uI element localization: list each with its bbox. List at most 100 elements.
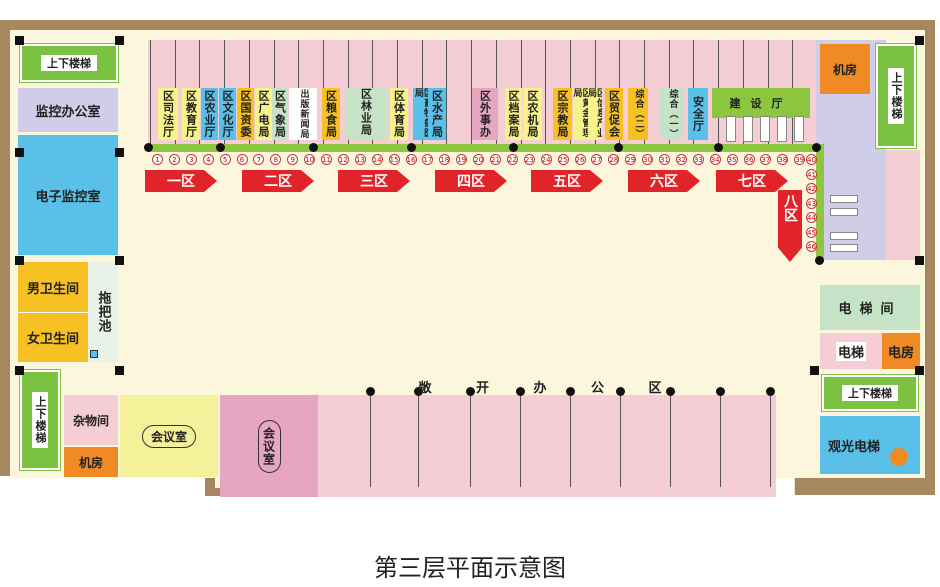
zone-arrow-8: 八区	[778, 190, 802, 262]
office-room[interactable]: 区文化厅	[219, 88, 236, 140]
desk-1	[830, 195, 858, 203]
sightseeing-elevator-label: 观光电梯	[828, 439, 881, 455]
office-room[interactable]: 区水产局	[428, 88, 446, 140]
power-room-label: 电房	[887, 345, 914, 361]
office-room[interactable]: 区黄金管理局	[573, 88, 588, 140]
mop-pool[interactable]: 拖把池	[88, 262, 118, 362]
sightseeing-elevator[interactable]: 观光电梯	[820, 416, 920, 474]
elevator-hall[interactable]: 电梯间	[820, 285, 920, 330]
top-partition-line	[545, 40, 547, 144]
corridor-number: 24	[540, 154, 552, 165]
office-room[interactable]: 区体育局	[390, 88, 408, 140]
female-wc[interactable]: 女卫生间	[18, 312, 88, 362]
column-12	[810, 366, 819, 375]
office-room[interactable]: 区气象局	[272, 88, 288, 140]
office-room-label: 安全厅	[691, 96, 705, 132]
zone-arrow-5: 五区	[531, 170, 603, 192]
corridor-number: 44	[806, 212, 817, 223]
office-room[interactable]: 安全厅	[688, 88, 708, 140]
column-8	[115, 366, 124, 375]
office-room[interactable]: 区教育厅	[182, 88, 200, 140]
office-room[interactable]: 区林业局	[345, 88, 387, 140]
desk	[760, 116, 770, 142]
bottom-partition-line	[418, 395, 419, 487]
office-room[interactable]: 区广电局	[255, 88, 272, 140]
corridor-number: 33	[692, 154, 704, 165]
bottom-partition-line	[520, 395, 521, 487]
office-room-label: 区广电局	[257, 90, 270, 138]
machine-room-top-label: 机房	[832, 62, 857, 77]
storage-room[interactable]: 杂物间	[64, 395, 118, 445]
office-room-label: 区信息产业局	[588, 88, 602, 138]
office-room[interactable]: 区粮食局	[322, 88, 340, 140]
corridor-number: 26	[574, 154, 586, 165]
corridor-number: 17	[422, 154, 434, 165]
corridor-right	[816, 144, 824, 260]
office-room[interactable]: 区外事办	[472, 88, 498, 140]
office-room[interactable]: 区档案局	[505, 88, 522, 140]
stairs-right-top[interactable]: 上下楼梯	[875, 43, 917, 149]
office-room[interactable]: 区农业厅	[201, 88, 218, 140]
office-room[interactable]: 区信息产业局	[588, 88, 602, 140]
meeting-room-2[interactable]: 会议室	[220, 395, 318, 497]
office-room[interactable]: 区贸促会	[605, 88, 623, 140]
office-room-label: 区贸促会	[607, 90, 621, 138]
meeting-room-1-label: 会议室	[141, 424, 196, 448]
office-room-label: 出版新闻局	[298, 89, 309, 139]
column-1	[15, 36, 24, 45]
office-room[interactable]: 出版新闻局	[289, 88, 317, 140]
corridor-number: 40	[806, 154, 817, 165]
meeting-room-1[interactable]: 会议室	[120, 395, 218, 477]
female-wc-label: 女卫生间	[26, 332, 79, 347]
machine-room-left-label: 机房	[78, 455, 103, 470]
stairs-top-left[interactable]: 上下楼梯	[19, 43, 119, 83]
column-6	[115, 256, 124, 265]
e-monitor-room-label: 电子监控室	[35, 189, 101, 205]
office-room-label: 区教育厅	[184, 90, 198, 138]
power-room[interactable]: 电房	[882, 333, 920, 369]
office-room[interactable]: 区农机局	[523, 88, 542, 140]
bottom-partition-line	[470, 395, 471, 487]
office-room[interactable]: 区畜牧兽医局	[413, 88, 431, 140]
stairs-right[interactable]: 上下楼梯	[821, 374, 919, 412]
monitor-office[interactable]: 监控办公室	[18, 88, 118, 132]
corridor-number: 39	[794, 154, 806, 165]
office-room[interactable]: 综合（一）	[660, 88, 684, 140]
e-monitor-room[interactable]: 电子监控室	[18, 135, 118, 255]
corridor-number: 29	[625, 154, 637, 165]
bottom-node	[414, 387, 423, 396]
corridor-number: 6	[236, 154, 248, 165]
corridor-number: 34	[709, 154, 721, 165]
corridor-number: 7	[253, 154, 265, 165]
column-9	[915, 36, 924, 45]
corridor-number: 36	[743, 154, 755, 165]
machine-room-left[interactable]: 机房	[64, 447, 118, 477]
corridor-number: 37	[760, 154, 772, 165]
meeting-room-2-label: 会议室	[257, 419, 281, 473]
corridor-number: 27	[591, 154, 603, 165]
corridor-number: 10	[304, 154, 316, 165]
office-room-label: 区体育局	[392, 90, 406, 138]
corridor-number: 22	[506, 154, 518, 165]
office-room[interactable]: 建设厅	[712, 88, 810, 118]
corridor-node	[815, 256, 824, 265]
corridor-number: 28	[608, 154, 620, 165]
stairs-left[interactable]: 上下楼梯	[19, 369, 61, 471]
stairs-left-label: 上下楼梯	[32, 392, 48, 448]
office-room[interactable]: 区宗教局	[553, 88, 572, 140]
male-wc[interactable]: 男卫生间	[18, 262, 88, 312]
office-room-label: 区黄金管理局	[573, 88, 588, 138]
corridor-number: 23	[523, 154, 535, 165]
zone-arrow-7: 七区	[716, 170, 788, 192]
office-room-label: 区文化厅	[221, 90, 234, 138]
bottom-node	[616, 387, 625, 396]
elevator[interactable]: 电梯	[820, 333, 882, 369]
office-room-label: 区林业局	[359, 88, 373, 136]
male-wc-label: 男卫生间	[26, 281, 79, 297]
office-room[interactable]: 区司法厅	[158, 88, 178, 140]
monitor-office-label: 监控办公室	[35, 104, 101, 120]
office-room[interactable]: 综合（二）	[628, 88, 648, 140]
machine-room-top[interactable]: 机房	[820, 44, 870, 94]
office-room[interactable]: 区国资委	[237, 88, 254, 140]
floor-plan-caption: 第三层平面示意图	[0, 548, 940, 582]
